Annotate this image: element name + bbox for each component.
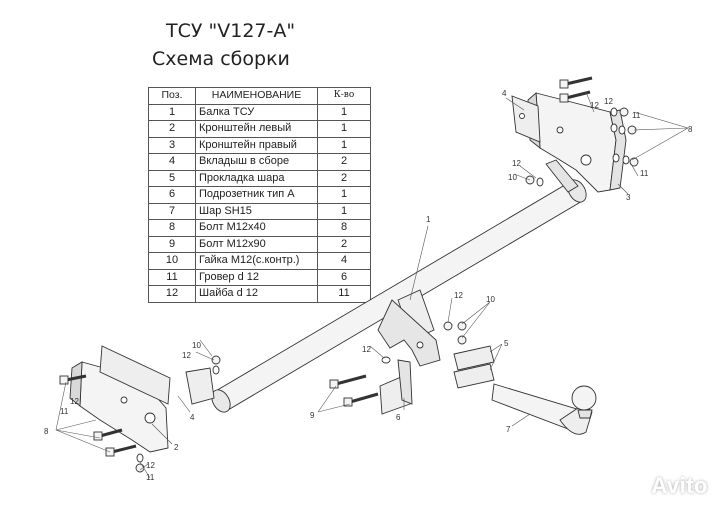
callout-4-left: 4 xyxy=(190,413,195,422)
right-bracket xyxy=(527,92,627,193)
callout-labels: 1 2 3 4 4 5 6 7 8 8 9 10 10 10 11 11 11 … xyxy=(44,89,693,482)
row-name: Болт М12х40 xyxy=(195,219,318,237)
left-insert-plate xyxy=(99,345,215,405)
callout-10-left: 10 xyxy=(192,341,201,350)
watermark: Avito xyxy=(651,473,708,498)
callout-12-right-top2: 12 xyxy=(604,97,613,106)
callout-12-right-mid: 12 xyxy=(512,159,521,168)
callout-4-right: 4 xyxy=(502,89,507,98)
callout-2: 2 xyxy=(174,443,179,452)
callout-9: 9 xyxy=(310,411,315,420)
callout-12-socket: 12 xyxy=(362,345,371,354)
ball-spacers xyxy=(453,345,495,389)
callout-6: 6 xyxy=(396,413,401,422)
callout-11-right-bottom: 11 xyxy=(640,169,649,178)
callout-10-center: 10 xyxy=(486,295,495,304)
row-name: Шайба d 12 xyxy=(195,285,318,303)
callout-12-right-top: 12 xyxy=(590,101,599,110)
center-hardware xyxy=(329,321,467,407)
left-bracket xyxy=(69,361,169,453)
callout-10-right: 10 xyxy=(508,173,517,182)
leader-lines xyxy=(55,91,689,479)
callout-12-center: 12 xyxy=(454,291,463,300)
callout-12-left: 12 xyxy=(182,351,191,360)
socket-plate xyxy=(379,359,413,415)
row-qty: 11 xyxy=(317,285,371,303)
row-name: Кронштейн левый xyxy=(195,120,318,138)
callout-11-bottom: 11 xyxy=(146,473,155,482)
diagram-subtitle: Схема сборки xyxy=(152,48,290,70)
callout-8-left: 8 xyxy=(44,427,49,436)
right-insert-plate xyxy=(511,95,541,143)
row-qty: 2 xyxy=(317,235,371,253)
callout-12-bottom: 12 xyxy=(146,461,155,470)
callout-5: 5 xyxy=(504,339,509,348)
callout-7: 7 xyxy=(506,425,511,434)
main-beam xyxy=(211,159,587,413)
callout-3: 3 xyxy=(626,193,631,202)
diagram-title: ТСУ "V127-А" xyxy=(166,20,296,42)
row-name: Кронштейн правый xyxy=(195,136,318,154)
tow-ball xyxy=(491,383,597,435)
callout-11-right-top: 11 xyxy=(632,111,641,120)
callout-8-right: 8 xyxy=(688,125,693,134)
callout-11-left: 11 xyxy=(60,407,69,416)
header-name: НАИМЕНОВАНИЕ xyxy=(195,87,318,105)
avito-logo-icon xyxy=(616,476,634,495)
callout-12-left-mid: 12 xyxy=(70,397,79,406)
callout-1: 1 xyxy=(426,215,431,224)
right-bolts xyxy=(525,76,639,187)
